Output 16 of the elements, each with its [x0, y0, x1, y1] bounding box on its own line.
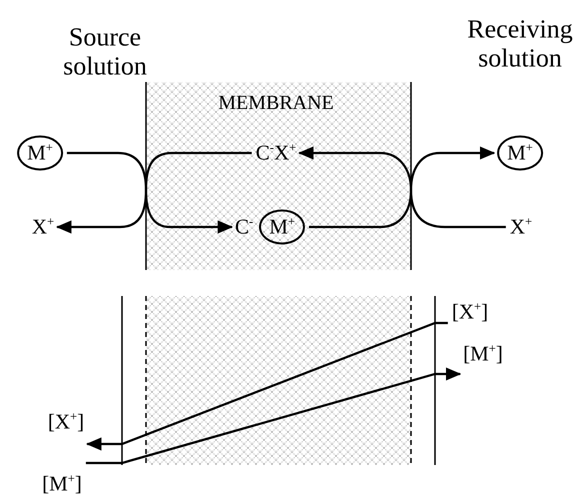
concentration-profile-arrow — [86, 367, 462, 464]
ion-circle: M$^{+}$ — [259, 209, 305, 245]
ion-label: X$^{+}$ — [510, 215, 532, 239]
membrane-label: MEMBRANE — [218, 92, 334, 114]
concentration-label: [X$^{+}$] — [48, 410, 84, 434]
concentration-profile-arrow — [86, 322, 448, 451]
concentration-label: [M$^{+}$] — [463, 342, 503, 366]
ion-label: C$^{-}$X$^{+}$ — [256, 141, 296, 165]
ion-circle: M$^{+}$ — [17, 135, 63, 171]
phase-label: Source solution — [62, 23, 148, 81]
concentration-label: [M$^{+}$] — [42, 472, 82, 496]
phase-label: Receiving solution — [466, 15, 574, 73]
ion-circle: M$^{+}$ — [497, 135, 543, 171]
ion-label: C$^{-}$ — [235, 215, 254, 239]
concentration-label: [X$^{+}$] — [452, 300, 488, 324]
ion-label: X$^{+}$ — [32, 215, 54, 239]
